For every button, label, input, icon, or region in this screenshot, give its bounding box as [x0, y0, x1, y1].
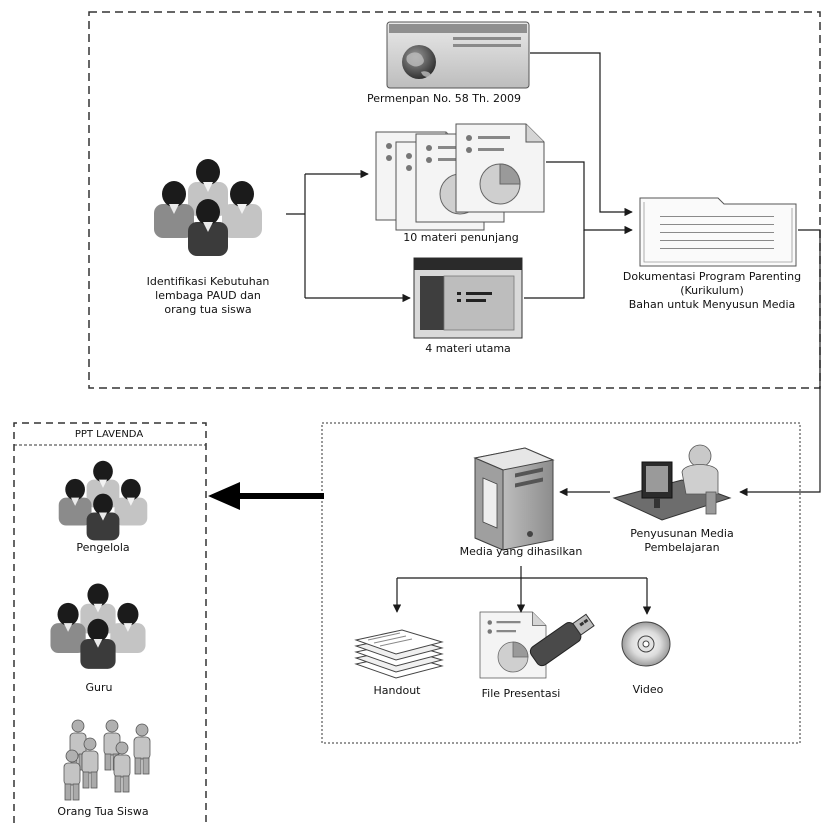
supporting-materials-label: 10 materi penunjang	[403, 231, 519, 244]
video-disc-icon	[621, 621, 671, 667]
regulation-browser-icon	[386, 21, 530, 89]
administrators-people-icon	[59, 461, 148, 541]
documentation-label-line-3: Bahan untuk Menyusun Media	[628, 298, 796, 311]
identification-people-icon	[154, 159, 262, 256]
identification-label-line-1: Identifikasi Kebutuhan	[146, 275, 270, 288]
output-handout-label: Handout	[373, 684, 421, 697]
documentation-label-line-2: (Kurikulum)	[680, 284, 744, 297]
developer-workstation-icon	[612, 444, 732, 521]
output-presentation-label: File Presentasi	[481, 687, 561, 700]
audience-panel-border	[13, 422, 207, 823]
media-label: Media yang dihasilkan	[459, 545, 583, 558]
output-video-label: Video	[632, 683, 664, 696]
presentation-file-usb-icon	[479, 611, 595, 679]
delivery-arrow	[208, 482, 324, 510]
connectors	[286, 52, 821, 615]
documentation-label-line-1: Dokumentasi Program Parenting	[622, 270, 802, 283]
production-region-border	[321, 422, 801, 744]
parents-standing-people-icon	[63, 719, 151, 801]
development-label-line-1: Penyusunan Media	[630, 527, 734, 540]
main-materials-slide-icon	[413, 257, 523, 339]
documentation-folder-icon	[639, 197, 797, 267]
audience-group-parents: Orang Tua Siswa	[57, 805, 149, 818]
top-region-border	[88, 11, 821, 389]
handout-paper-stack-icon	[354, 629, 444, 679]
supporting-documents-icon	[375, 123, 545, 231]
audience-group-administrators: Pengelola	[76, 541, 130, 554]
regulation-label: Permenpan No. 58 Th. 2009	[367, 92, 521, 105]
identification-label-line-2: lembaga PAUD dan	[155, 289, 261, 302]
development-label-line-2: Pembelajaran	[644, 541, 720, 554]
identification-label-line-3: orang tua siswa	[164, 303, 252, 316]
teachers-people-icon	[50, 584, 145, 669]
main-materials-label: 4 materi utama	[425, 342, 511, 355]
audience-panel-title: PPT LAVENDA	[74, 429, 144, 440]
audience-group-teachers: Guru	[85, 681, 113, 694]
media-computer-tower-icon	[473, 447, 555, 551]
